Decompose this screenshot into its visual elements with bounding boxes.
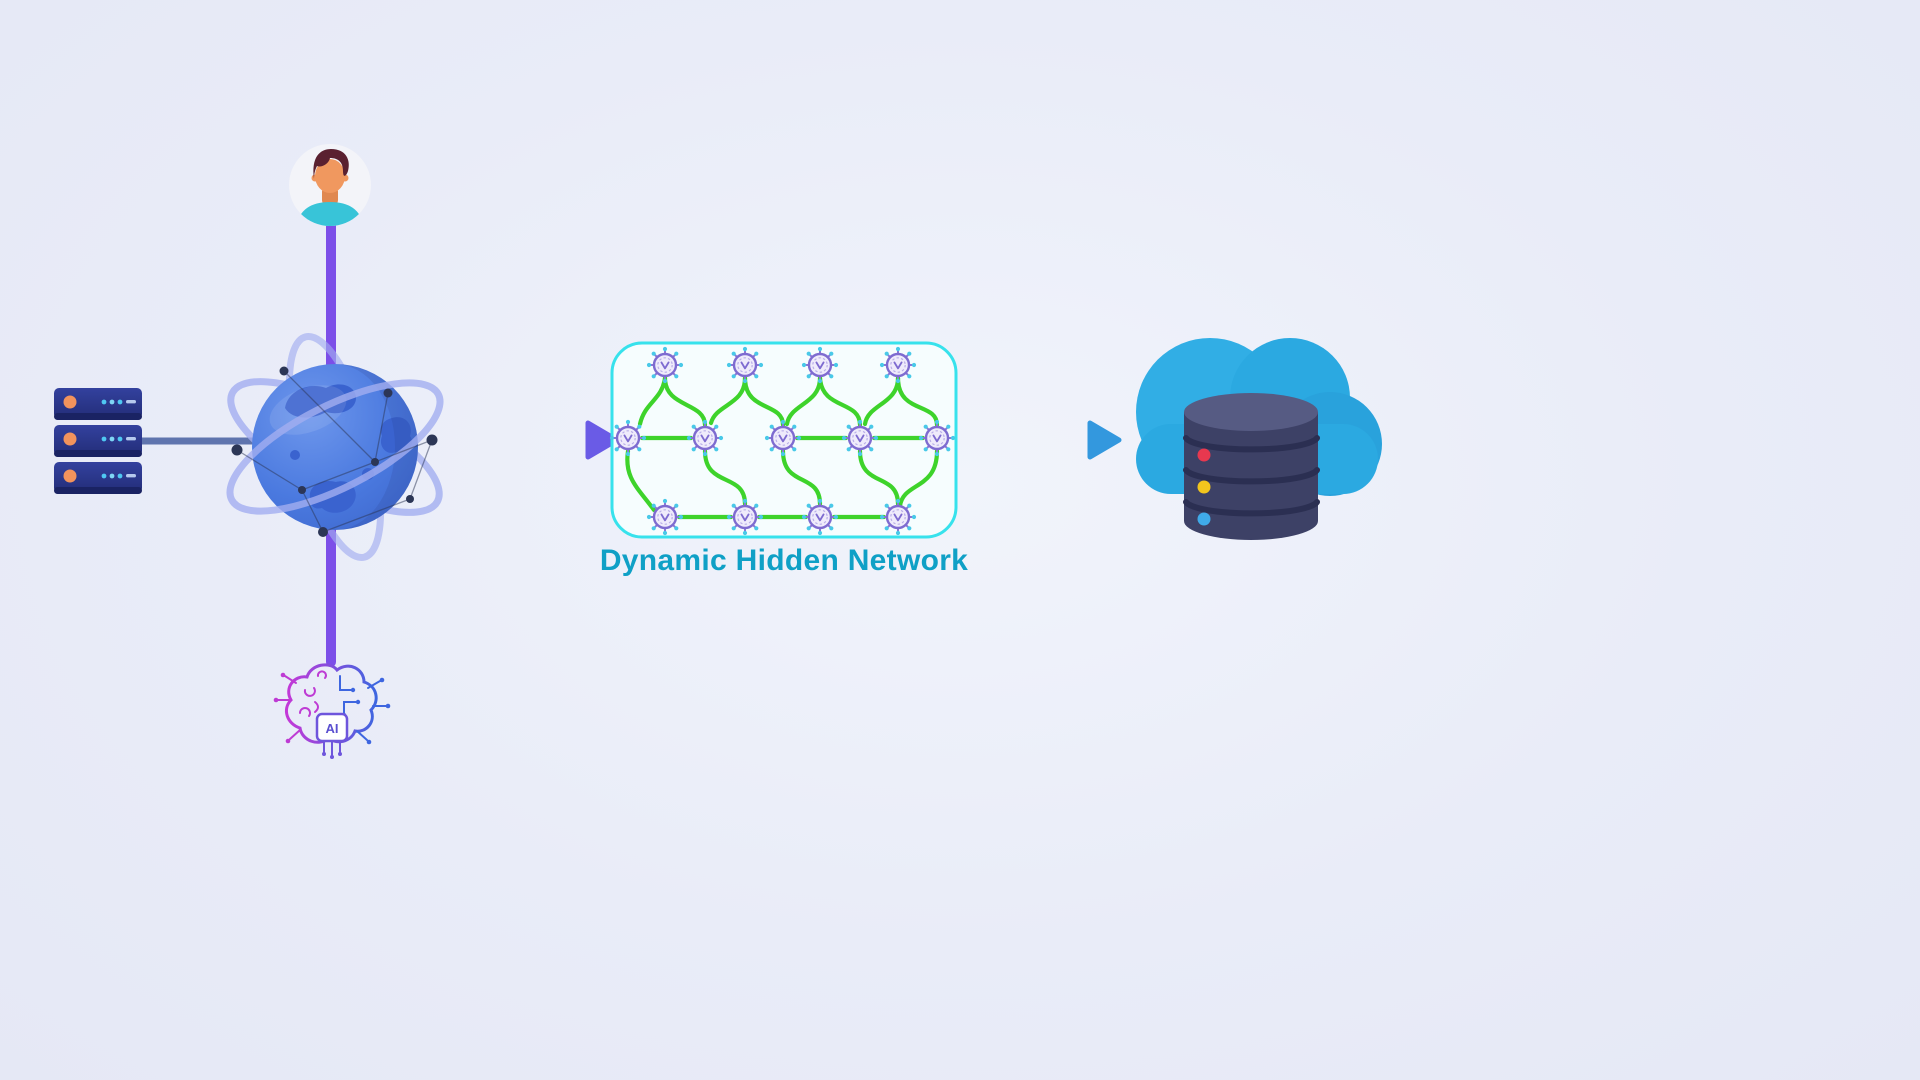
database-icon [1183,393,1320,540]
server-rack-icon [54,388,142,494]
ai-brain-chip-icon: AI [273,663,391,759]
db-status-dot-yellow [1197,480,1211,494]
network-node-icon [917,418,957,458]
network-node-icon [800,497,840,537]
arrow-network-to-cloud-icon [957,420,1122,460]
network-node-icon [878,345,918,385]
globe-network-icon [226,332,444,562]
arrow-globe-to-network-icon [443,420,620,460]
network-box-label: Dynamic Hidden Network [599,544,969,577]
network-node-icon [608,418,648,458]
network-node-icon [645,345,685,385]
network-wires [625,375,940,520]
network-node-icon [800,345,840,385]
user-avatar-icon [289,144,371,226]
network-node-icon [645,497,685,537]
hidden-network-box [608,341,958,539]
ai-chip-label: AI [326,721,339,736]
network-node-icon [878,497,918,537]
network-node-icon [840,418,880,458]
network-node-icon [763,418,803,458]
network-node-icon [725,497,765,537]
network-node-icon [685,418,725,458]
db-status-dot-blue [1197,512,1211,526]
network-node-icon [725,345,765,385]
db-status-dot-red [1197,448,1211,462]
